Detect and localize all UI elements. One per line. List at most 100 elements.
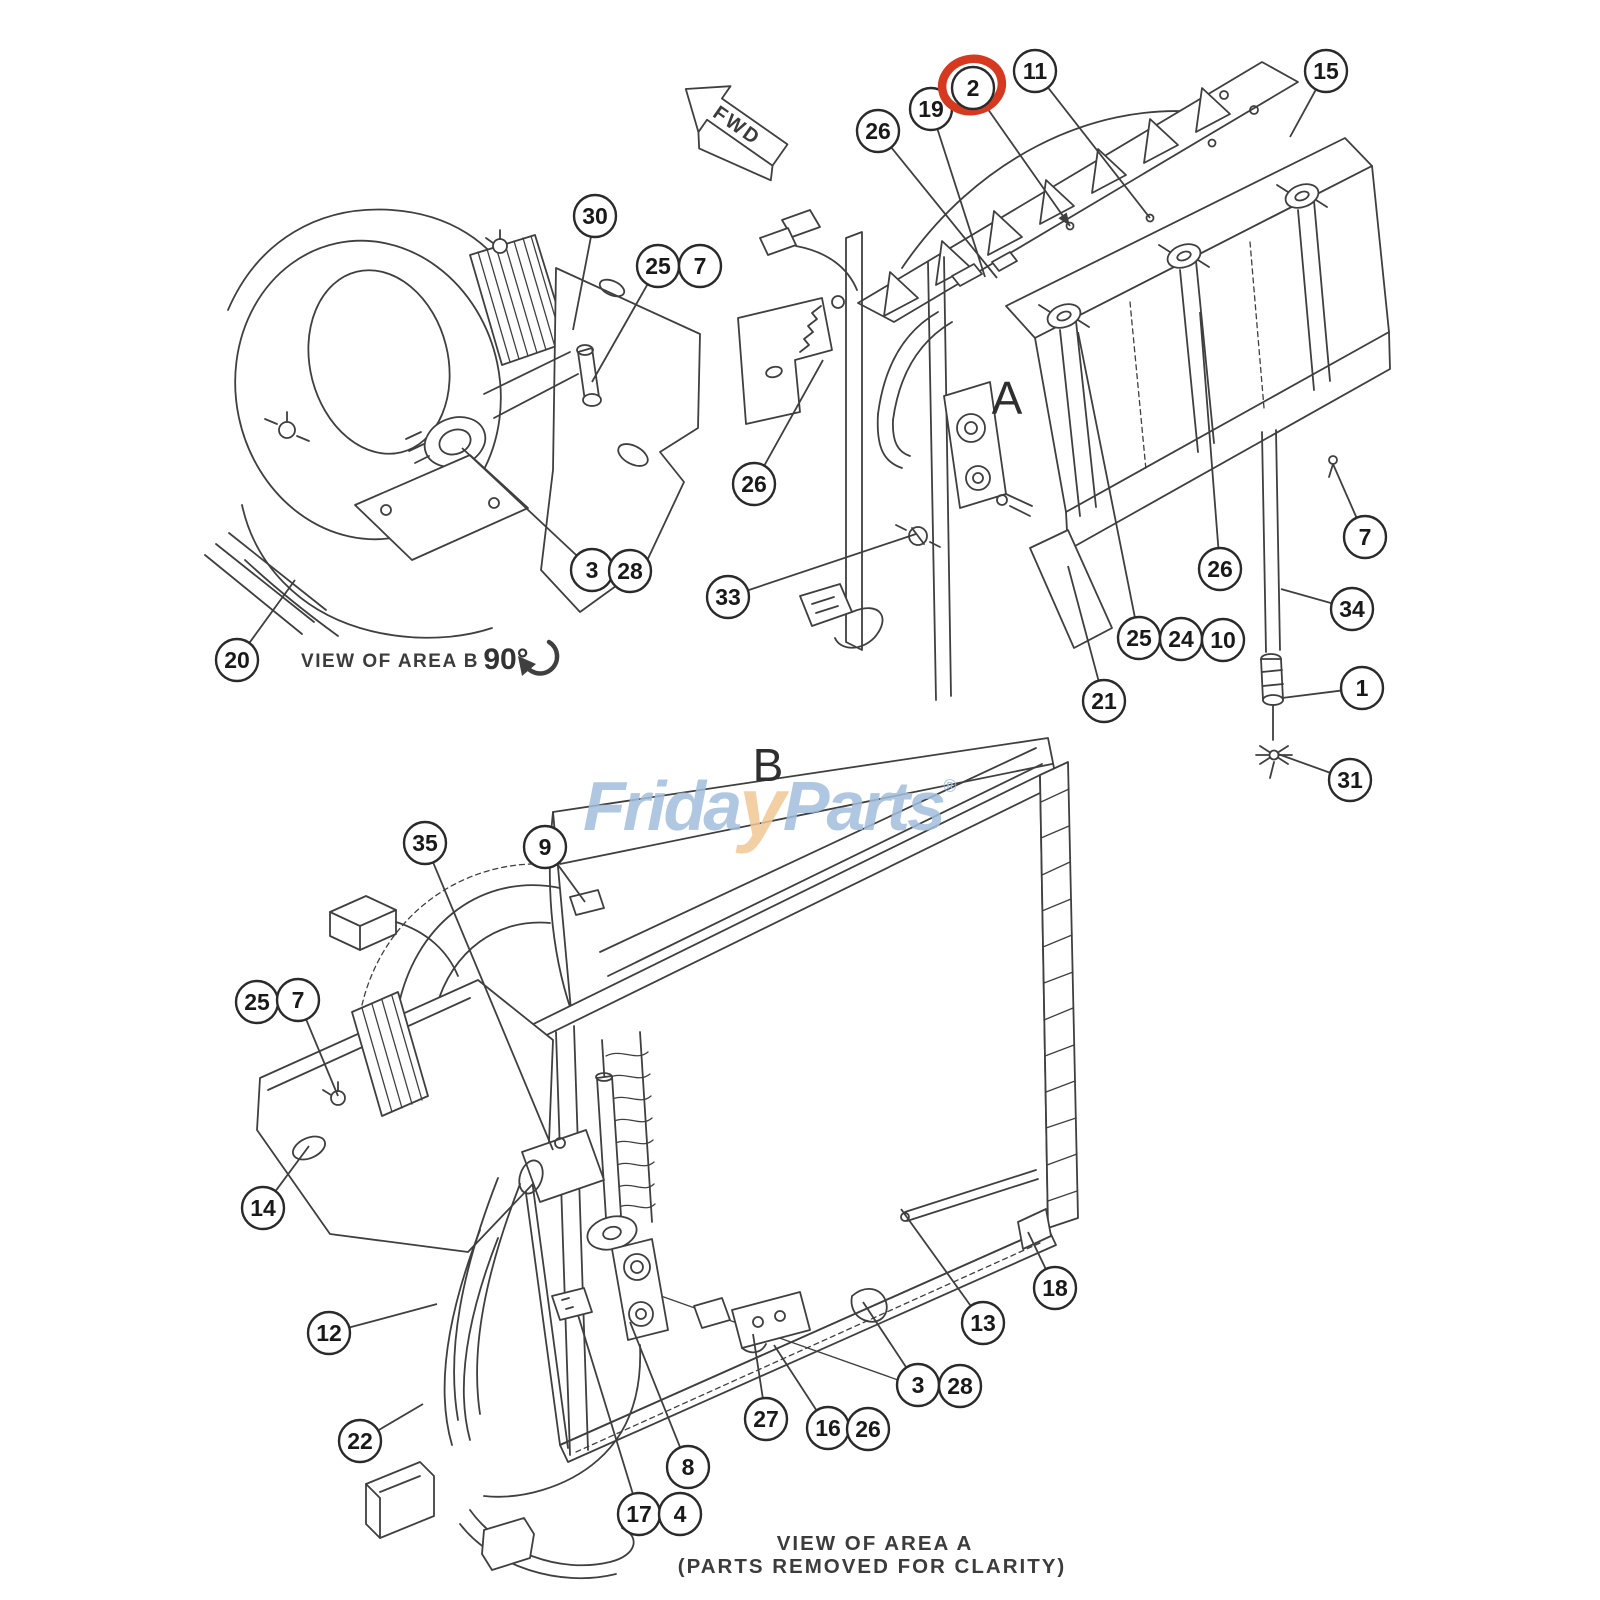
- area-a-letter: A: [992, 372, 1023, 424]
- callout-circle-14: [240, 1185, 286, 1231]
- callout-2: 2: [937, 54, 1007, 116]
- callout-circle-35: [402, 820, 448, 866]
- callout-13: 13: [960, 1300, 1006, 1346]
- leader-line-8: [629, 1321, 681, 1447]
- callout-circle-7: [677, 243, 723, 289]
- callout-number-19: 19: [918, 96, 944, 122]
- heater-tank-assembly-sketch: [737, 61, 1391, 779]
- callout-16: 16: [805, 1405, 851, 1451]
- leader-line-26: [1199, 311, 1220, 548]
- callout-number-26: 26: [855, 1416, 881, 1442]
- rotate-90-icon: [518, 639, 560, 676]
- callout-4: 4: [657, 1491, 703, 1537]
- callout-number-12: 12: [316, 1320, 342, 1346]
- leader-line-18: [1027, 1231, 1047, 1269]
- leader-line-15: [1289, 89, 1317, 138]
- leader-line-3: [461, 447, 577, 556]
- callout-circle-13: [960, 1300, 1006, 1346]
- callout-28: 28: [607, 548, 653, 594]
- callout-number-4: 4: [674, 1501, 687, 1527]
- parts-removed-label: (PARTS REMOVED FOR CLARITY): [678, 1555, 1066, 1578]
- callout-number-33: 33: [715, 584, 741, 610]
- callout-circle-28: [607, 548, 653, 594]
- callout-15: 15: [1303, 48, 1349, 94]
- highlight-ring: [937, 54, 1007, 116]
- callout-number-16: 16: [815, 1415, 841, 1441]
- callout-3: 3: [569, 547, 615, 593]
- callout-circle-11: [1012, 48, 1058, 94]
- callout-number-25: 25: [1126, 625, 1152, 651]
- blower-fan-assembly-sketch: [204, 208, 701, 639]
- callout-circle-30: [572, 193, 618, 239]
- callout-number-3: 3: [912, 1372, 925, 1398]
- leader-line-30: [572, 237, 592, 331]
- callout-number-26: 26: [865, 118, 891, 144]
- callout-25: 25: [1116, 615, 1162, 661]
- callout-8: 8: [665, 1444, 711, 1490]
- watermark-logo: FridayParts®: [583, 760, 957, 854]
- callout-circle-22: [337, 1418, 383, 1464]
- callout-circle-18: [1032, 1265, 1078, 1311]
- callout-21: 21: [1081, 678, 1127, 724]
- callout-18: 18: [1032, 1265, 1078, 1311]
- callout-circle-31: [1327, 757, 1373, 803]
- leader-line-19: [936, 129, 986, 278]
- view-of-area-b-label: VIEW OF AREA B: [301, 651, 479, 672]
- tank-cap-1: [1038, 303, 1090, 329]
- callout-26: 26: [855, 108, 901, 154]
- callout-circle-28: [937, 1363, 983, 1409]
- callout-circle-7: [1342, 514, 1388, 560]
- leader-line-2: [984, 105, 1071, 227]
- leader-line-25: [1077, 331, 1136, 617]
- callout-25: 25: [234, 979, 280, 1025]
- callout-35: 35: [402, 820, 448, 866]
- callout-number-15: 15: [1313, 58, 1339, 84]
- condenser-assembly-sketch: [256, 737, 1079, 1580]
- callout-circle-4: [657, 1491, 703, 1537]
- callout-circle-27: [743, 1396, 789, 1442]
- callout-12: 12: [306, 1310, 352, 1356]
- callout-circle-8: [665, 1444, 711, 1490]
- callout-14: 14: [240, 1185, 286, 1231]
- callout-number-1: 1: [1356, 675, 1369, 701]
- watermark-text-prefix: Frida: [583, 767, 740, 845]
- callout-24: 24: [1158, 616, 1204, 662]
- callout-circle-9: [522, 824, 568, 870]
- callout-circle-26: [845, 1406, 891, 1452]
- callout-circle-2: [950, 65, 996, 111]
- leader-line-22: [378, 1403, 424, 1431]
- area-b-letter: B: [753, 739, 784, 791]
- leader-line-20: [249, 579, 296, 643]
- leader-line-34: [1280, 588, 1332, 604]
- callout-number-27: 27: [753, 1406, 779, 1432]
- leader-line-11: [1047, 87, 1151, 219]
- leader-line-12: [349, 1303, 438, 1329]
- callout-20: 20: [214, 637, 260, 683]
- callout-10: 10: [1200, 617, 1246, 663]
- callout-number-30: 30: [582, 203, 608, 229]
- leader-line-25: [591, 284, 648, 383]
- callout-number-20: 20: [224, 647, 250, 673]
- callout-circle-34: [1329, 586, 1375, 632]
- callout-number-26: 26: [741, 471, 767, 497]
- callout-28: 28: [937, 1363, 983, 1409]
- callout-number-2: 2: [967, 75, 980, 101]
- leader-line-27: [752, 1333, 764, 1398]
- callout-number-14: 14: [250, 1195, 276, 1221]
- callout-7: 7: [1342, 514, 1388, 560]
- callout-number-28: 28: [947, 1373, 973, 1399]
- callout-number-17: 17: [626, 1501, 652, 1527]
- callout-number-25: 25: [244, 989, 270, 1015]
- callout-circle-21: [1081, 678, 1127, 724]
- callout-26: 26: [731, 461, 777, 507]
- callout-number-9: 9: [539, 834, 552, 860]
- view-of-area-a-label: VIEW OF AREA A: [777, 1532, 974, 1555]
- callout-number-18: 18: [1042, 1275, 1068, 1301]
- leader-line-21: [1067, 565, 1100, 680]
- tank-cap-3: [1276, 183, 1328, 209]
- leader-line-26: [763, 359, 824, 466]
- callout-22: 22: [337, 1418, 383, 1464]
- callout-27: 27: [743, 1396, 789, 1442]
- callout-circle-1: [1339, 665, 1385, 711]
